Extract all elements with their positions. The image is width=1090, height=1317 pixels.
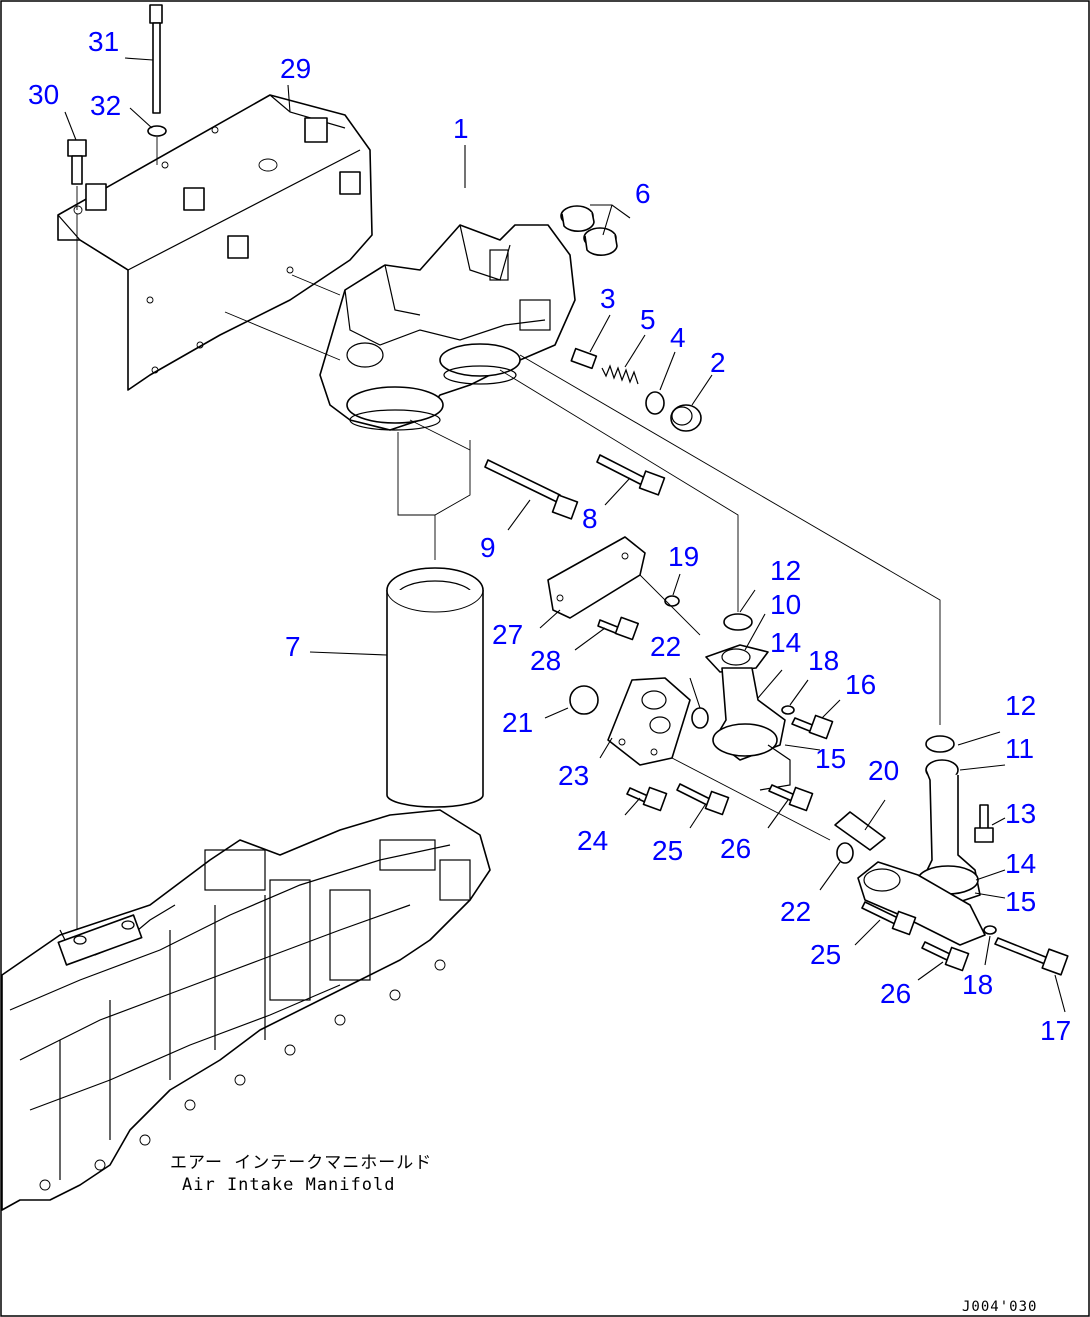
bolt-part-26b [921,941,970,972]
spring-part-5 [601,364,639,385]
line-head-to-pipe-11 [519,354,941,725]
bolt-part-9 [484,459,579,520]
callout-7: 7 [285,631,301,662]
callout-26b: 26 [880,978,911,1009]
callout-3: 3 [600,283,616,314]
callout-32: 32 [90,90,121,121]
callout-19: 19 [668,541,699,572]
callout-11: 11 [1005,733,1034,764]
washer-part-18b [983,925,997,935]
callout-12b: 12 [1005,690,1036,721]
hose-part-20 [834,811,886,851]
o-ring-part-21 [569,685,599,715]
o-ring-part-12 [723,613,753,631]
manifold-caption-japanese: エアー インテークマニホールド [170,1153,432,1173]
bolt-part-28 [597,616,639,641]
washer-part-32 [147,125,167,165]
callout-16: 16 [845,669,876,700]
callout-27: 27 [492,619,523,650]
manifold-caption-english: Air Intake Manifold [182,1175,395,1195]
bolt-part-16 [791,714,834,740]
callout-22a: 22 [650,631,681,662]
callout-18a: 18 [808,645,839,676]
line-head-to-pipe-10 [499,369,739,612]
line-bracket-to-head [224,311,341,361]
callout-24: 24 [577,825,608,856]
callout-15b: 15 [1005,886,1036,917]
callout-20: 20 [868,755,899,786]
callout-9: 9 [480,532,496,563]
callout-25b: 25 [810,939,841,970]
callout-17: 17 [1040,1015,1071,1046]
plate-part-27 [547,536,646,619]
bolt-part-13 [974,804,994,843]
filter-head-part-1 [319,224,576,431]
washer-part-19 [664,595,680,607]
callout-22b: 22 [780,896,811,927]
callout-10: 10 [770,589,801,620]
leader-lines [64,57,1066,1013]
callout-1: 1 [453,113,469,144]
callout-31: 31 [88,26,119,57]
callout-5: 5 [640,304,656,335]
ring-part-4 [645,391,665,415]
callout-13: 13 [1005,798,1036,829]
callout-labels: 1 2 3 4 5 6 7 8 9 10 11 12 12 13 14 14 1… [28,26,1071,1046]
bolt-part-17 [994,937,1069,976]
bolt-part-24 [626,786,668,812]
washer-part-18a [781,705,795,715]
callout-18b: 18 [962,969,993,1000]
filter-element-part-7 [386,432,484,808]
o-ring-part-22b [836,842,854,864]
o-ring-part-22a [691,707,709,729]
bracket-part-29 [57,94,373,391]
bolt-part-8 [596,454,666,496]
bolt-part-25a [676,783,730,816]
callout-25a: 25 [652,835,683,866]
bolt-part-31 [149,4,163,114]
pipe-part-10 [705,644,791,791]
o-ring-part-12b [925,735,955,753]
elbow-assembly [857,861,986,946]
callout-29: 29 [280,53,311,84]
bolt-part-26a [768,784,814,812]
plug-part-2 [670,404,702,432]
drawing-number: J004'030 [962,1299,1037,1315]
valve-part-3 [570,347,598,370]
callout-8: 8 [582,503,598,534]
sleeve-part-6 [560,205,618,256]
callout-28: 28 [530,645,561,676]
callout-6: 6 [635,178,651,209]
callout-2: 2 [710,347,726,378]
bolt-part-30 [67,139,87,210]
callout-21: 21 [502,707,533,738]
callout-12a: 12 [770,555,801,586]
callout-30: 30 [28,79,59,110]
callout-23: 23 [558,760,589,791]
callout-15a: 15 [815,743,846,774]
callout-4: 4 [670,322,686,353]
callout-26a: 26 [720,833,751,864]
callout-14a: 14 [770,627,801,658]
air-intake-manifold [1,809,491,1211]
bolt-part-25b [861,901,917,936]
callout-14b: 14 [1005,848,1036,879]
connector-part-23 [607,677,691,766]
